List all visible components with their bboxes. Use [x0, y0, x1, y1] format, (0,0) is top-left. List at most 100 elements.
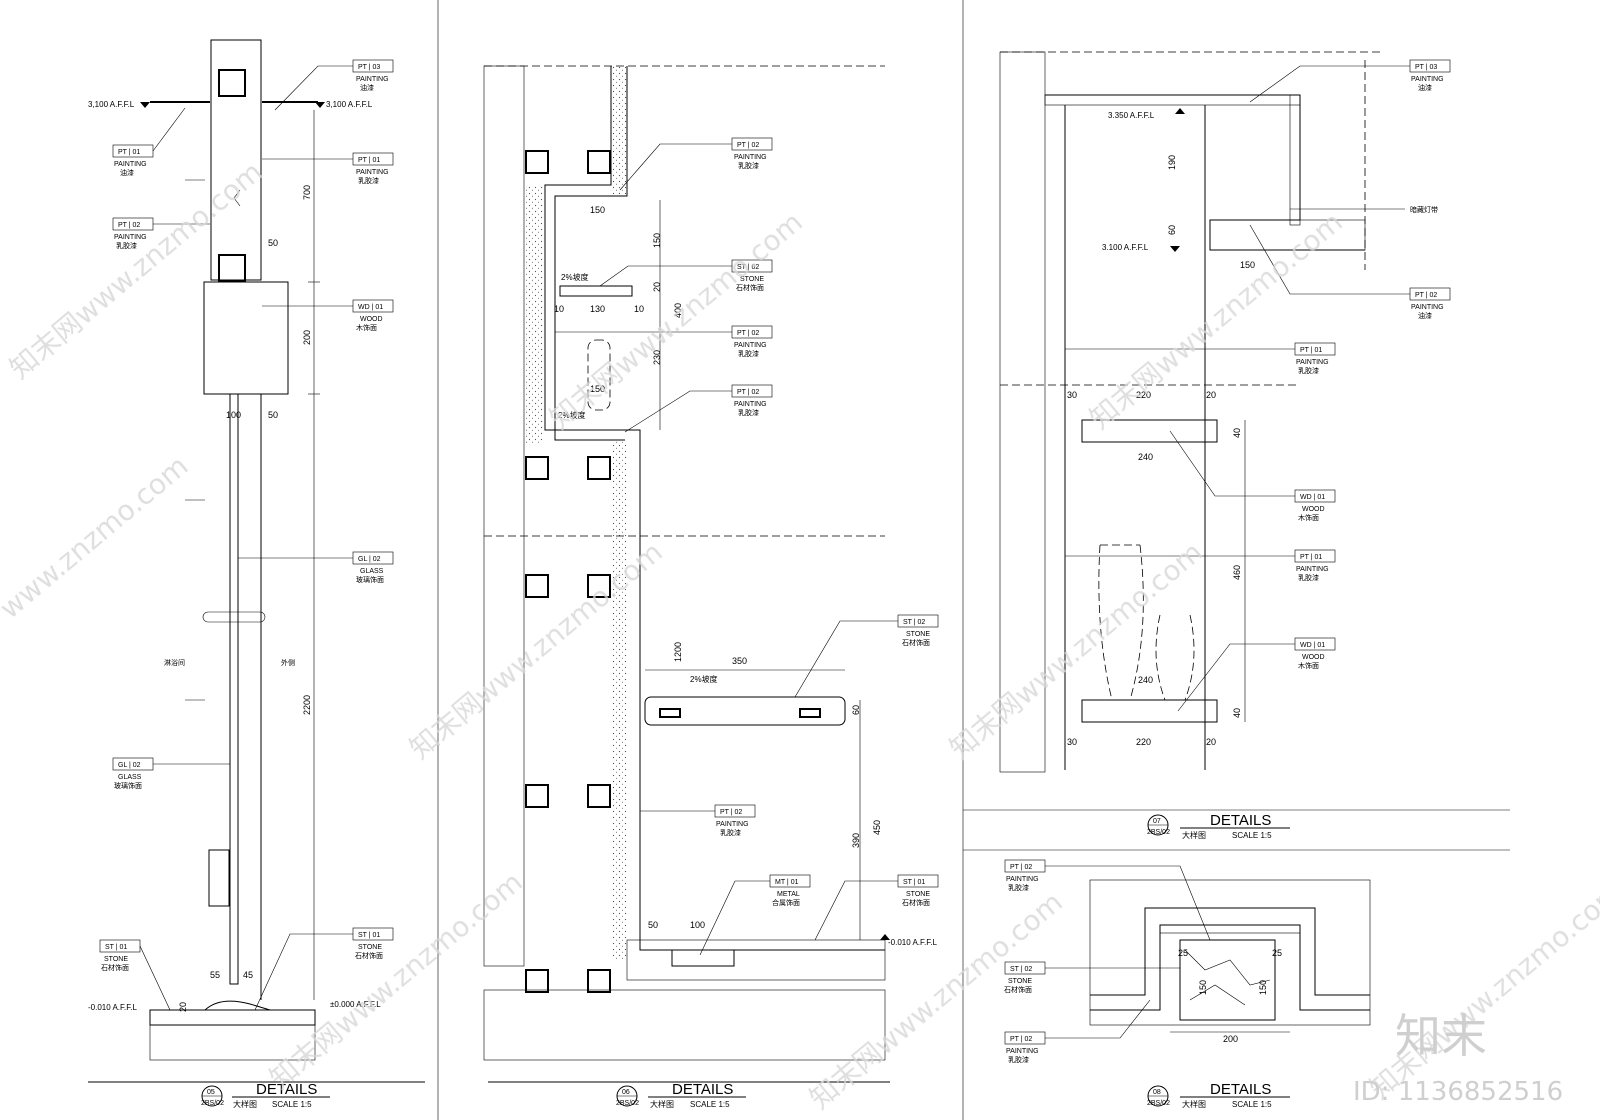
svg-text:PAINTING: PAINTING: [1411, 304, 1444, 311]
level-m010: -0.010 A.F.F.L: [88, 1003, 137, 1012]
svg-text:乳胶漆: 乳胶漆: [1008, 1055, 1029, 1064]
svg-text:40: 40: [1232, 708, 1242, 718]
svg-text:乳胶漆: 乳胶漆: [358, 176, 379, 185]
svg-text:乳胶漆: 乳胶漆: [738, 408, 759, 417]
svg-text:200: 200: [1223, 1034, 1238, 1044]
svg-text:PT | 01: PT | 01: [358, 157, 380, 164]
svg-text:MT | 01: MT | 01: [775, 879, 799, 886]
svg-text:2BS/02: 2BS/02: [1147, 829, 1170, 836]
svg-text:SCALE 1:5: SCALE 1:5: [690, 1100, 730, 1109]
level-0000: ±0.000 A.F.F.L: [330, 1000, 381, 1009]
svg-text:100: 100: [226, 410, 241, 420]
svg-text:450: 450: [872, 820, 882, 835]
svg-text:乳胶漆: 乳胶漆: [1298, 366, 1319, 375]
wood-shelf-bottom: [1081, 699, 1218, 723]
title-07: 07 2BS/02 DETAILS 大样图 SCALE 1:5: [1147, 812, 1290, 840]
stone-shelf-small: [559, 285, 633, 297]
svg-text:油漆: 油漆: [360, 83, 374, 92]
svg-text:大样图: 大样图: [650, 1099, 674, 1109]
svg-text:大样图: 大样图: [233, 1099, 257, 1109]
svg-text:DETAILS: DETAILS: [1210, 812, 1271, 829]
svg-text:PT | 03: PT | 03: [1415, 64, 1437, 71]
svg-text:WD | 01: WD | 01: [1300, 642, 1325, 649]
svg-text:240: 240: [1138, 675, 1153, 685]
svg-text:PT | 02: PT | 02: [1010, 864, 1032, 871]
drain: [671, 949, 735, 967]
svg-text:乳胶漆: 乳胶漆: [738, 161, 759, 170]
svg-text:2200: 2200: [302, 695, 312, 715]
svg-text:大样图: 大样图: [1182, 1099, 1206, 1109]
svg-text:400: 400: [673, 303, 683, 318]
level-m010-06: -0.010 A.F.F.L: [888, 938, 937, 947]
svg-text:油漆: 油漆: [120, 168, 134, 177]
svg-text:www.znzmo.com: www.znzmo.com: [0, 449, 194, 625]
svg-text:PAINTING: PAINTING: [114, 234, 147, 241]
svg-text:40: 40: [1232, 428, 1242, 438]
svg-text:45: 45: [243, 970, 253, 980]
svg-text:460: 460: [1232, 565, 1242, 580]
svg-text:PT | 02: PT | 02: [720, 809, 742, 816]
svg-text:PT | 02: PT | 02: [1010, 1036, 1032, 1043]
svg-text:乳胶漆: 乳胶漆: [1008, 883, 1029, 892]
svg-text:100: 100: [690, 920, 705, 930]
svg-text:200: 200: [302, 330, 312, 345]
svg-text:PAINTING: PAINTING: [356, 169, 389, 176]
svg-text:PAINTING: PAINTING: [734, 342, 767, 349]
svg-text:350: 350: [732, 656, 747, 666]
svg-text:ST | 02: ST | 02: [737, 264, 759, 271]
svg-text:25: 25: [1178, 948, 1188, 958]
svg-text:05: 05: [207, 1089, 215, 1096]
svg-text:190: 190: [1167, 155, 1177, 170]
svg-text:50: 50: [268, 410, 278, 420]
slope-label-3: 2%坡度: [690, 674, 718, 684]
svg-text:STONE: STONE: [1008, 978, 1032, 985]
svg-text:ST | 01: ST | 01: [903, 879, 925, 886]
svg-text:20: 20: [1206, 390, 1216, 400]
svg-text:METAL: METAL: [777, 891, 800, 898]
svg-text:WOOD: WOOD: [1302, 506, 1325, 513]
svg-text:ST | 01: ST | 01: [358, 932, 380, 939]
svg-text:DETAILS: DETAILS: [256, 1081, 317, 1098]
svg-text:30: 30: [1067, 737, 1077, 747]
svg-text:PT | 02: PT | 02: [118, 222, 140, 229]
svg-text:石材饰面: 石材饰面: [902, 638, 930, 647]
svg-text:SCALE 1:5: SCALE 1:5: [1232, 831, 1272, 840]
svg-text:PAINTING: PAINTING: [1296, 359, 1329, 366]
svg-text:知末网www.znzmo.com: 知末网www.znzmo.com: [1083, 205, 1348, 435]
svg-text:石材饰面: 石材饰面: [355, 951, 383, 960]
svg-text:乳胶漆: 乳胶漆: [116, 241, 137, 250]
svg-text:STONE: STONE: [906, 631, 930, 638]
svg-text:55: 55: [210, 970, 220, 980]
svg-text:玻璃饰面: 玻璃饰面: [114, 781, 142, 790]
svg-text:150: 150: [652, 233, 662, 248]
svg-text:DETAILS: DETAILS: [672, 1081, 733, 1098]
svg-text:ST | 01: ST | 01: [105, 944, 127, 951]
svg-text:STONE: STONE: [740, 276, 764, 283]
svg-text:150: 150: [1198, 980, 1208, 995]
svg-text:木饰面: 木饰面: [1298, 513, 1319, 522]
svg-text:油漆: 油漆: [1418, 83, 1432, 92]
svg-text:PAINTING: PAINTING: [734, 154, 767, 161]
level-3100-07: 3.100 A.F.F.L: [1102, 243, 1149, 252]
level-3100-left: 3,100 A.F.F.L: [88, 100, 135, 109]
svg-text:乳胶漆: 乳胶漆: [1298, 573, 1319, 582]
svg-text:ST | 02: ST | 02: [1010, 966, 1032, 973]
title-06: 06 2BS/02 DETAILS 大样图 SCALE 1:5: [488, 1081, 890, 1109]
stone-niche: [1179, 939, 1276, 1021]
svg-text:220: 220: [1136, 390, 1151, 400]
svg-text:STONE: STONE: [358, 944, 382, 951]
svg-text:2BS/02: 2BS/02: [201, 1100, 224, 1107]
svg-text:乳胶漆: 乳胶漆: [720, 828, 741, 837]
hidden-light-label: 暗藏灯带: [1410, 205, 1438, 214]
